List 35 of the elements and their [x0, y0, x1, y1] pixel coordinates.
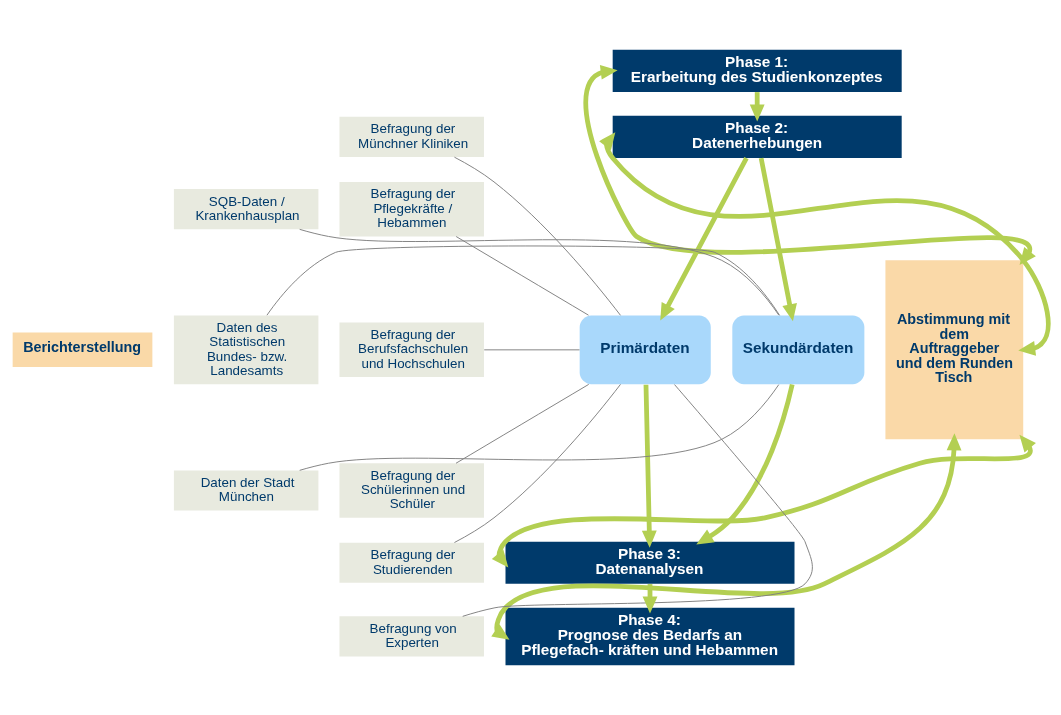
connector: [455, 236, 589, 316]
arrow: [491, 434, 1036, 568]
node-box: Primärdaten: [579, 315, 711, 385]
connector: [462, 384, 813, 617]
node-box: Befragung der Schülerinnen und Schüler: [339, 463, 484, 518]
connector: [299, 228, 780, 316]
node-box: Befragung der Studierenden: [339, 542, 484, 583]
arrow: [749, 92, 765, 122]
node-box: Phase 2: Datenerhebungen: [612, 115, 902, 158]
node-box: Phase 3: Datenanalysen: [505, 541, 795, 584]
connector: [453, 156, 621, 316]
connector: [266, 245, 781, 316]
arrow: [491, 433, 962, 640]
arrow: [583, 64, 1036, 266]
node-box: SQB-Daten / Krankenhausplan: [173, 189, 319, 230]
node-box: Daten des Statistischen Bundes- bzw. Landesamts: [173, 315, 319, 385]
node-box: Befragung von Experten: [339, 616, 484, 657]
node-box: Sekundärdaten: [732, 315, 865, 385]
node-box: Befragung der Pflegekräfte / Hebammen: [339, 181, 484, 237]
arrow: [758, 157, 797, 322]
node-box: Befragung der Berufsfachschulen und Hochschulen: [339, 322, 484, 378]
arrow: [599, 132, 1051, 356]
node-box: Befragung der Münchner Kliniken: [339, 116, 484, 157]
node-box: Daten der Stadt München: [173, 470, 319, 511]
connector: [483, 349, 580, 351]
arrow: [660, 156, 749, 321]
connector: [455, 383, 590, 464]
node-box: Phase 4: Prognose des Bedarfs an Pflegefach- kräften und Hebammen: [505, 607, 795, 666]
arrow: [641, 384, 657, 548]
node-box: Berichterstellung: [12, 332, 153, 368]
node-box: Abstimmung mit dem Auftraggeber und dem Runden Tisch: [885, 260, 1024, 440]
connector: [453, 383, 621, 543]
arrow: [696, 384, 795, 545]
connector: [299, 384, 780, 471]
node-box: Phase 1: Erarbeitung des Studienkonzeptes: [612, 49, 902, 92]
